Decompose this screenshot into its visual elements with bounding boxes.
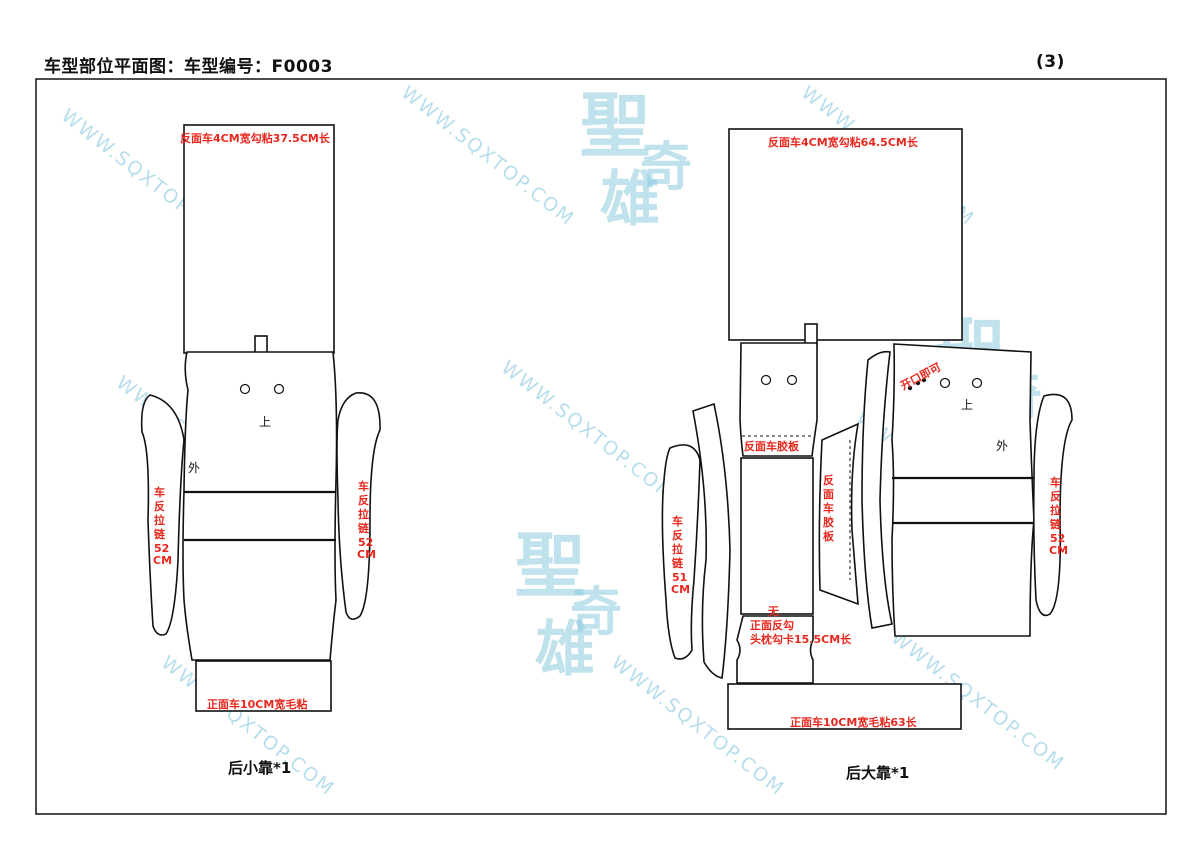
watermark-brand-char: 奇 bbox=[640, 138, 692, 198]
right-curved-strip bbox=[861, 350, 893, 629]
right-top-note: 反面车4CM宽勾粘64.5CM长 bbox=[768, 135, 919, 149]
right-hole bbox=[786, 374, 798, 386]
watermark-brand-char: 雄 bbox=[535, 615, 595, 685]
sheet-border bbox=[35, 78, 1167, 815]
right-bottom-strip bbox=[727, 683, 962, 730]
left-bottom-note: 正面车10CM宽毛粘 bbox=[207, 697, 307, 711]
right-dot bbox=[921, 377, 927, 383]
watermark-brand-char: 聖 bbox=[515, 525, 585, 607]
right-right-wing-note-char: 车 bbox=[1050, 475, 1061, 489]
right-main-body bbox=[891, 343, 1035, 637]
right-glue-note: 反面车胶板 bbox=[744, 439, 800, 453]
right-top-panel bbox=[728, 128, 963, 341]
right-right-wing-note-char: 52 bbox=[1050, 532, 1065, 545]
right-caption: 后大靠*1 bbox=[846, 764, 909, 782]
right-left-wing-note-char: 51 bbox=[672, 571, 687, 584]
headrest-note-line: 正面反勾 bbox=[750, 618, 794, 632]
right-hole bbox=[760, 374, 772, 386]
glue-vertical-char: 车 bbox=[823, 501, 834, 515]
left-hole bbox=[239, 383, 251, 395]
right-wing-note-char: 拉 bbox=[358, 507, 369, 521]
right-left-wing bbox=[692, 402, 731, 679]
right-center-middle bbox=[740, 457, 814, 615]
right-bottom-note: 正面车10CM宽毛粘63长 bbox=[790, 715, 918, 729]
watermark-brand-char: 聖 bbox=[580, 85, 650, 167]
right-wing-note-char: 链 bbox=[358, 521, 370, 535]
headrest-note-line: 头枕勾卡15.5CM长 bbox=[750, 632, 852, 646]
right-pattern-group: 反面车4CM宽勾粘64.5CM长 反面车胶板 开口即可 上 外 反 面 车 胶 … bbox=[661, 128, 1073, 782]
right-wing-note-char: 反 bbox=[358, 493, 369, 507]
left-wing-note-char: 拉 bbox=[154, 513, 165, 527]
left-wing-note-char: 52 bbox=[154, 542, 169, 555]
watermark-url: WWW.SQXTOP.COM bbox=[497, 357, 679, 506]
left-wing-note-char: CM bbox=[153, 554, 172, 567]
left-bottom-strip bbox=[195, 660, 332, 712]
left-up-label: 上 bbox=[259, 415, 271, 429]
right-dot bbox=[915, 380, 921, 386]
right-right-wing bbox=[1032, 393, 1073, 617]
right-left-wing-note-char: 链 bbox=[672, 556, 684, 570]
left-hole bbox=[273, 383, 285, 395]
glue-vertical-char: 板 bbox=[823, 529, 835, 543]
left-side-wing bbox=[140, 394, 185, 636]
right-left-wing-note-char: 车 bbox=[672, 514, 683, 528]
watermark-brand-char: 奇 bbox=[570, 583, 622, 643]
right-left-wing bbox=[661, 444, 701, 660]
left-wing-note-char: 车 bbox=[154, 485, 165, 499]
right-right-wing-note-char: 拉 bbox=[1050, 503, 1061, 517]
headrest-note-line: 无 bbox=[767, 605, 779, 618]
right-left-wing-note-char: CM bbox=[671, 583, 690, 596]
watermark-url: WWW.SQXTOP.COM bbox=[397, 82, 579, 231]
right-headrest-piece bbox=[736, 615, 814, 684]
left-wing-note-char: 反 bbox=[154, 499, 165, 513]
right-glue-board bbox=[818, 422, 860, 606]
right-right-wing-note-char: CM bbox=[1049, 544, 1068, 557]
left-caption: 后小靠*1 bbox=[228, 759, 291, 777]
left-wing-note-char: 链 bbox=[154, 527, 166, 541]
right-right-wing-note-char: 反 bbox=[1050, 489, 1061, 503]
right-hole bbox=[939, 377, 951, 389]
right-center-upper bbox=[739, 342, 818, 457]
right-left-wing-note-char: 反 bbox=[672, 528, 683, 542]
right-up-label: 上 bbox=[961, 398, 973, 412]
right-right-wing-note-char: 链 bbox=[1050, 517, 1062, 531]
left-main-body bbox=[182, 351, 338, 661]
right-left-wing-note-char: 拉 bbox=[672, 542, 683, 556]
glue-vertical-char: 反 bbox=[823, 473, 834, 487]
left-pattern-group: 反面车4CM宽勾粘37.5CM长 上 外 正面车10CM宽毛粘 车 反 拉 链 … bbox=[140, 124, 381, 777]
left-top-flap bbox=[183, 124, 335, 354]
left-side-wing bbox=[336, 392, 381, 620]
page-number: (3) bbox=[1036, 52, 1065, 72]
right-outer-label: 外 bbox=[996, 439, 1008, 453]
glue-vertical-char: 胶 bbox=[823, 515, 834, 529]
right-hole bbox=[971, 377, 983, 389]
right-dot bbox=[907, 385, 913, 391]
left-top-note: 反面车4CM宽勾粘37.5CM长 bbox=[180, 131, 331, 145]
right-wing-note-char: 车 bbox=[358, 479, 369, 493]
document-title: 车型部位平面图：车型编号：F0003 bbox=[44, 57, 333, 77]
watermark-brand-char: 雄 bbox=[600, 165, 660, 235]
left-outer-label: 外 bbox=[188, 461, 200, 475]
glue-vertical-char: 面 bbox=[823, 488, 834, 501]
right-wing-note-char: 52 bbox=[358, 536, 373, 549]
right-wing-note-char: CM bbox=[357, 548, 376, 561]
